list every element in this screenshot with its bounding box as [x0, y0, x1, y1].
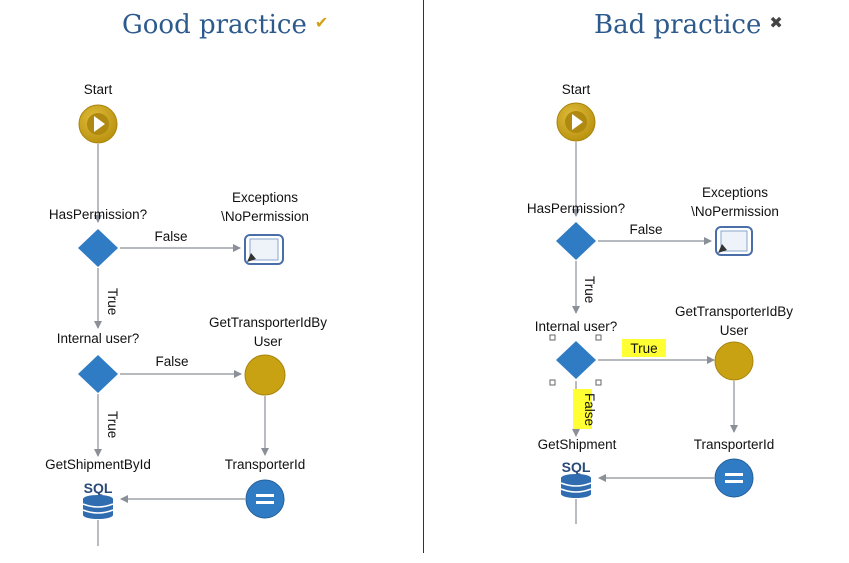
database-icon [560, 474, 592, 498]
assign-node[interactable] [245, 479, 285, 519]
checkmark-icon: ✔ [314, 13, 329, 32]
good-practice-panel: Good practice ✔ Start HasPermission? [0, 0, 424, 563]
action-node[interactable] [714, 341, 754, 381]
edge-false1-label: False [154, 229, 187, 244]
play-icon [94, 116, 105, 132]
check2-decision[interactable] [556, 341, 596, 379]
exception-label-line1: Exceptions [232, 190, 298, 205]
sql-query-node[interactable]: SQL [82, 480, 114, 519]
action-label-line1: GetTransporterIdBy [209, 315, 327, 330]
check1-label: HasPermission? [527, 201, 625, 216]
database-icon [82, 495, 114, 519]
equals-icon [725, 473, 743, 476]
check2-decision[interactable] [78, 355, 118, 393]
check1-label: HasPermission? [49, 207, 147, 222]
good-practice-title: Good practice ✔ [122, 10, 328, 40]
start-label: Start [84, 82, 113, 97]
exception-arrow-icon [718, 244, 727, 253]
edge-true2-label: True [105, 411, 120, 438]
start-node[interactable] [556, 102, 596, 142]
check2-label: Internal user? [57, 331, 140, 346]
edge-true2-label: True [630, 341, 657, 356]
check1-decision[interactable] [78, 229, 118, 267]
assign-label: TransporterId [694, 437, 775, 452]
bad-practice-panel: Bad practice ✖ Start HasPermission? False [425, 0, 849, 563]
action-label-line2: User [720, 323, 749, 338]
action-node[interactable] [244, 354, 286, 396]
equals-icon [256, 494, 274, 497]
exception-label-line2: \NoPermission [221, 209, 309, 224]
edge-false2-highlight [573, 389, 592, 429]
assign-label: TransporterId [225, 457, 306, 472]
action-label-line2: User [254, 334, 283, 349]
edge-false2-label: False [155, 354, 188, 369]
edge-false2-label: False [582, 393, 597, 426]
bad-practice-flow: Start HasPermission? False Exceptions \N… [527, 82, 793, 524]
bad-practice-title: Bad practice ✖ [594, 10, 783, 40]
query-label: GetShipment [538, 437, 617, 452]
exception-label-line1: Exceptions [702, 185, 768, 200]
action-label-line1: GetTransporterIdBy [675, 304, 793, 319]
raise-exception-node[interactable] [244, 234, 284, 265]
edge-false1-label: False [629, 222, 662, 237]
good-practice-title-text: Good practice [122, 10, 307, 40]
panel-divider [423, 0, 424, 553]
good-practice-flow: Start HasPermission? False Exceptions \N… [45, 82, 327, 546]
cross-icon: ✖ [769, 13, 783, 32]
check1-decision[interactable] [556, 222, 596, 260]
sql-query-node[interactable]: SQL [560, 459, 592, 498]
bad-practice-title-text: Bad practice [594, 10, 762, 40]
exception-arrow-icon [247, 253, 256, 262]
query-label: GetShipmentById [45, 457, 151, 472]
start-label: Start [562, 82, 591, 97]
assign-node[interactable] [714, 458, 754, 498]
play-icon [572, 114, 583, 130]
check2-label: Internal user? [535, 319, 618, 334]
edge-true1-label: True [582, 276, 597, 303]
sql-icon-text: SQL [562, 459, 591, 475]
edge-true2-highlight [622, 339, 666, 357]
start-node[interactable] [78, 104, 118, 144]
edge-true1-label: True [105, 288, 120, 315]
exception-label-line2: \NoPermission [691, 204, 779, 219]
raise-exception-node[interactable] [715, 226, 753, 256]
sql-icon-text: SQL [84, 480, 113, 496]
selection-handles [549, 334, 602, 386]
